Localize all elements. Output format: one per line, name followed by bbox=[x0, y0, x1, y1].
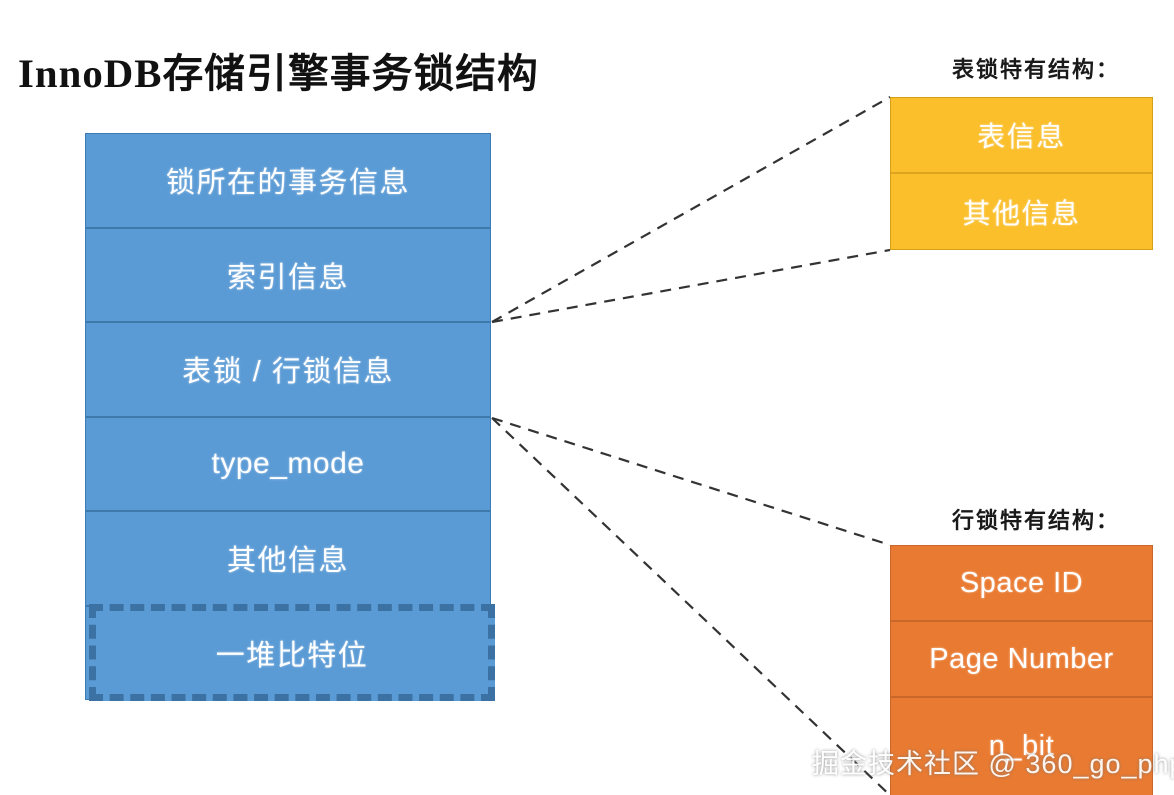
watermark: 掘金技术社区 @ 360_go_php bbox=[812, 749, 1174, 779]
row-lock-row-n-bit[interactable]: n_bit bbox=[891, 698, 1152, 794]
stack-row-label: 表锁 / 行锁信息 bbox=[182, 356, 394, 389]
page-title: InnoDB存储引擎事务锁结构 bbox=[18, 51, 539, 96]
stack-row-table-or-row-lock-info[interactable]: 表锁 / 行锁信息 bbox=[86, 323, 490, 418]
row-lock-row-space-id[interactable]: Space ID bbox=[891, 546, 1152, 622]
stack-row-bitmap-highlighted[interactable]: 一堆比特位 bbox=[89, 604, 495, 701]
table-lock-row-other-info[interactable]: 其他信息 bbox=[891, 174, 1152, 250]
connector-table-lock-lower bbox=[491, 248, 891, 324]
stack-row-label: type_mode bbox=[211, 446, 365, 480]
stack-row-type-mode[interactable]: type_mode bbox=[86, 417, 490, 512]
stack-row-label: 其他信息 bbox=[226, 545, 349, 578]
lock-structure-stack: 锁所在的事务信息 索引信息 表锁 / 行锁信息 type_mode 其他信息 一… bbox=[85, 133, 495, 701]
table-lock-caption: 表锁特有结构： bbox=[952, 57, 1121, 82]
stack-row-other-info[interactable]: 其他信息 bbox=[86, 512, 490, 607]
connector-table-lock-upper bbox=[491, 96, 891, 323]
table-lock-row-table-info[interactable]: 表信息 bbox=[891, 98, 1152, 174]
row-lock-structure-box: Space ID Page Number n_bit bbox=[890, 545, 1153, 795]
row-lock-row-label: n_bit bbox=[988, 729, 1055, 762]
stack-row-transaction-info[interactable]: 锁所在的事务信息 bbox=[86, 134, 490, 229]
row-lock-row-page-number[interactable]: Page Number bbox=[891, 622, 1152, 698]
row-lock-caption: 行锁特有结构： bbox=[952, 508, 1121, 533]
stack-row-label: 一堆比特位 bbox=[215, 639, 369, 672]
stack-row-label: 锁所在的事务信息 bbox=[165, 167, 410, 200]
table-lock-structure-box: 表信息 其他信息 bbox=[890, 97, 1153, 250]
row-lock-row-label: Page Number bbox=[929, 642, 1114, 675]
stack-row-index-info[interactable]: 索引信息 bbox=[86, 228, 490, 323]
row-lock-row-label: Space ID bbox=[959, 566, 1084, 599]
table-lock-row-label: 其他信息 bbox=[962, 198, 1081, 229]
connector-row-lock-upper bbox=[491, 416, 891, 547]
table-lock-row-label: 表信息 bbox=[977, 121, 1066, 152]
stack-row-label: 索引信息 bbox=[226, 261, 349, 294]
connector-row-lock-lower bbox=[491, 417, 892, 795]
